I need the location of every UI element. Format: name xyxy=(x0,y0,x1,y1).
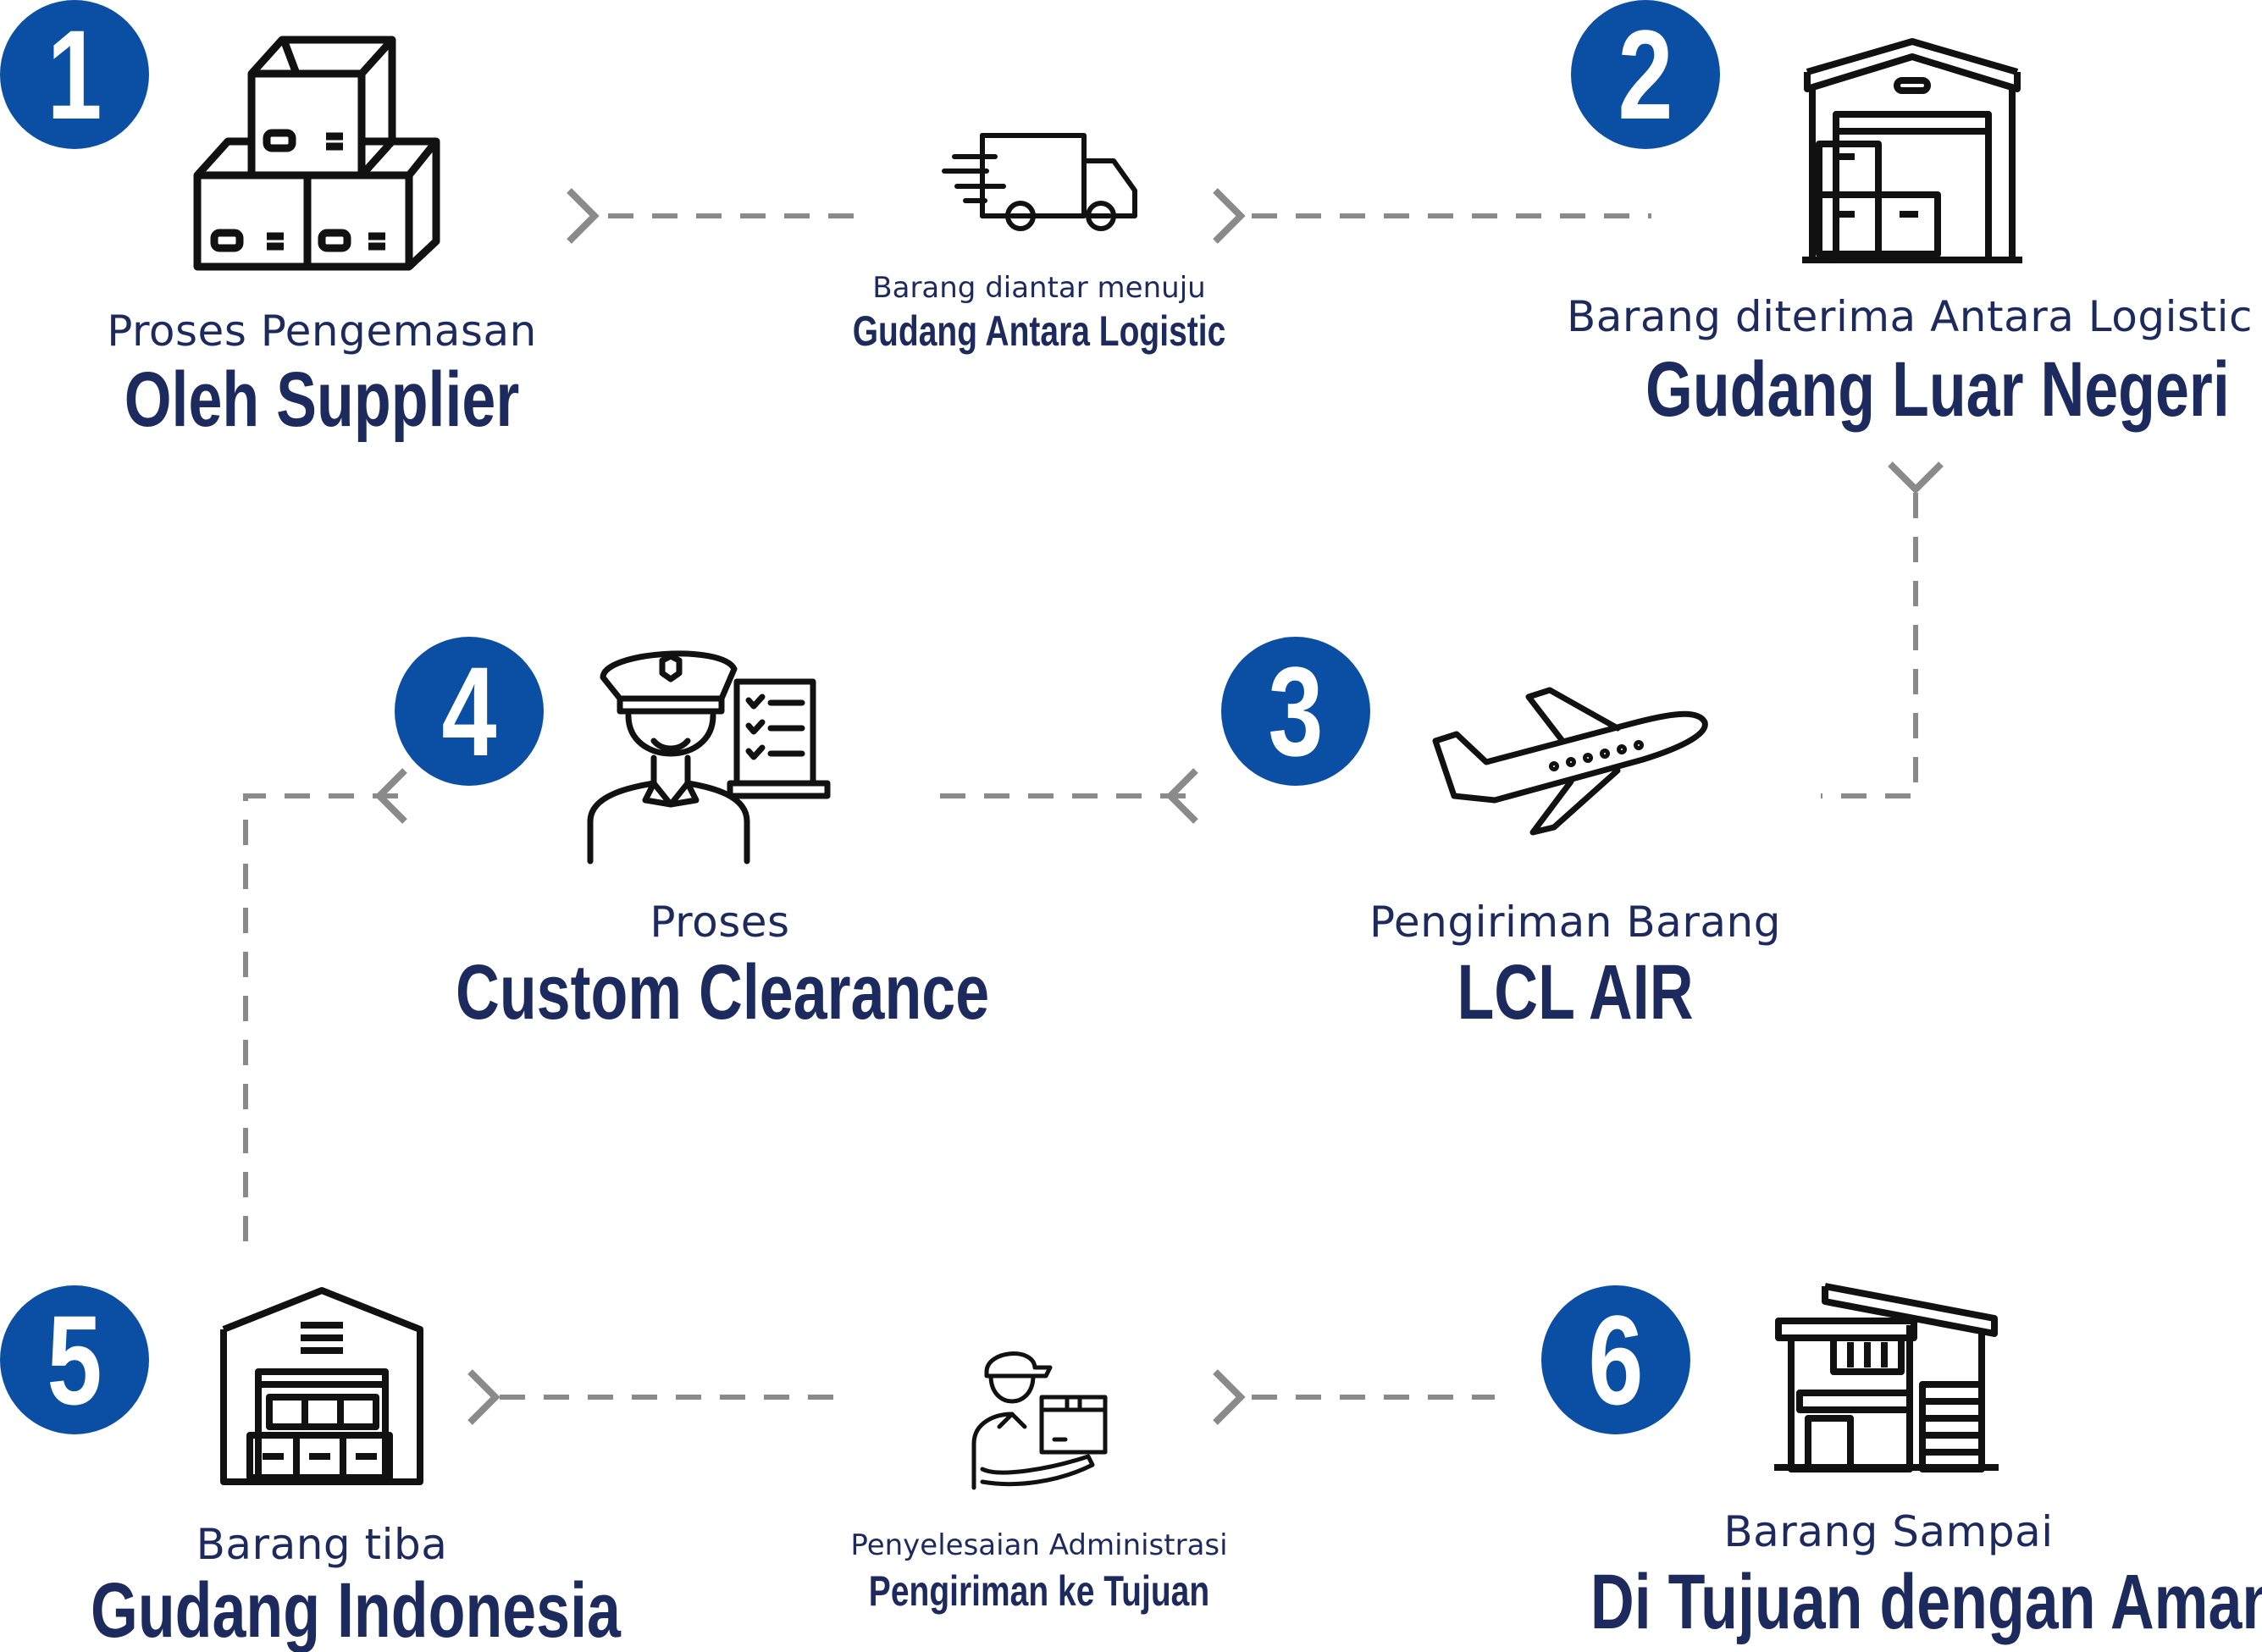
step-4-caption: Proses xyxy=(650,898,790,947)
step-6-badge: 6 xyxy=(1541,1285,1690,1434)
step-1-number: 1 xyxy=(47,3,102,146)
connector-1-to-truck xyxy=(567,188,860,244)
step-1-caption: Proses Pengemasan xyxy=(107,307,537,356)
airplane-icon xyxy=(1432,682,1715,843)
transition-1-caption: Barang diantar menuju xyxy=(872,271,1206,305)
step-2-number: 2 xyxy=(1618,3,1673,146)
courier-icon xyxy=(965,1342,1114,1495)
connector-courier-to-6 xyxy=(1213,1369,1495,1425)
house-icon xyxy=(1774,1283,1999,1473)
step-2-caption: Barang diterima Antara Logistic xyxy=(1566,292,2254,341)
step-1-badge: 1 xyxy=(0,0,149,149)
step-4-number: 4 xyxy=(441,640,497,782)
warehouse-icon xyxy=(1802,38,2022,267)
step-6-caption: Barang Sampai xyxy=(1723,1507,2054,1556)
step-3-badge: 3 xyxy=(1221,637,1370,786)
step-5-number: 5 xyxy=(47,1289,102,1431)
connector-3-to-4 xyxy=(927,768,1198,824)
connector-2-to-3 xyxy=(1821,461,1944,798)
step-3-caption: Pengiriman Barang xyxy=(1369,898,1781,947)
connector-4-to-5 xyxy=(243,768,407,1245)
step-6-title: Di Tujuan dengan Aman xyxy=(1590,1559,2262,1645)
step-6-number: 6 xyxy=(1588,1289,1644,1431)
transition-1-title: Gudang Antara Logistic xyxy=(852,307,1226,355)
connector-5-to-courier xyxy=(467,1369,851,1425)
customs-officer-icon xyxy=(586,639,832,868)
connector-truck-to-2 xyxy=(1213,188,1651,244)
step-2-title: Gudang Luar Negeri xyxy=(1645,346,2230,433)
step-5-caption: Barang tiba xyxy=(196,1520,448,1569)
warehouse-icon xyxy=(220,1287,423,1490)
transition-2-title: Pengiriman ke Tujuan xyxy=(868,1567,1210,1615)
transition-2-caption: Penyelesaian Administrasi xyxy=(850,1528,1228,1562)
boxes-icon xyxy=(191,30,453,279)
step-4-badge: 4 xyxy=(395,637,544,786)
step-5-title: Gudang Indonesia xyxy=(91,1567,621,1652)
step-3-number: 3 xyxy=(1268,640,1324,782)
step-4-title: Custom Clearance xyxy=(456,949,990,1036)
delivery-truck-icon xyxy=(942,127,1139,241)
step-3-title: LCL AIR xyxy=(1457,949,1694,1036)
step-5-badge: 5 xyxy=(0,1285,149,1434)
step-1-title: Oleh Supplier xyxy=(124,356,520,443)
step-2-badge: 2 xyxy=(1571,0,1720,149)
